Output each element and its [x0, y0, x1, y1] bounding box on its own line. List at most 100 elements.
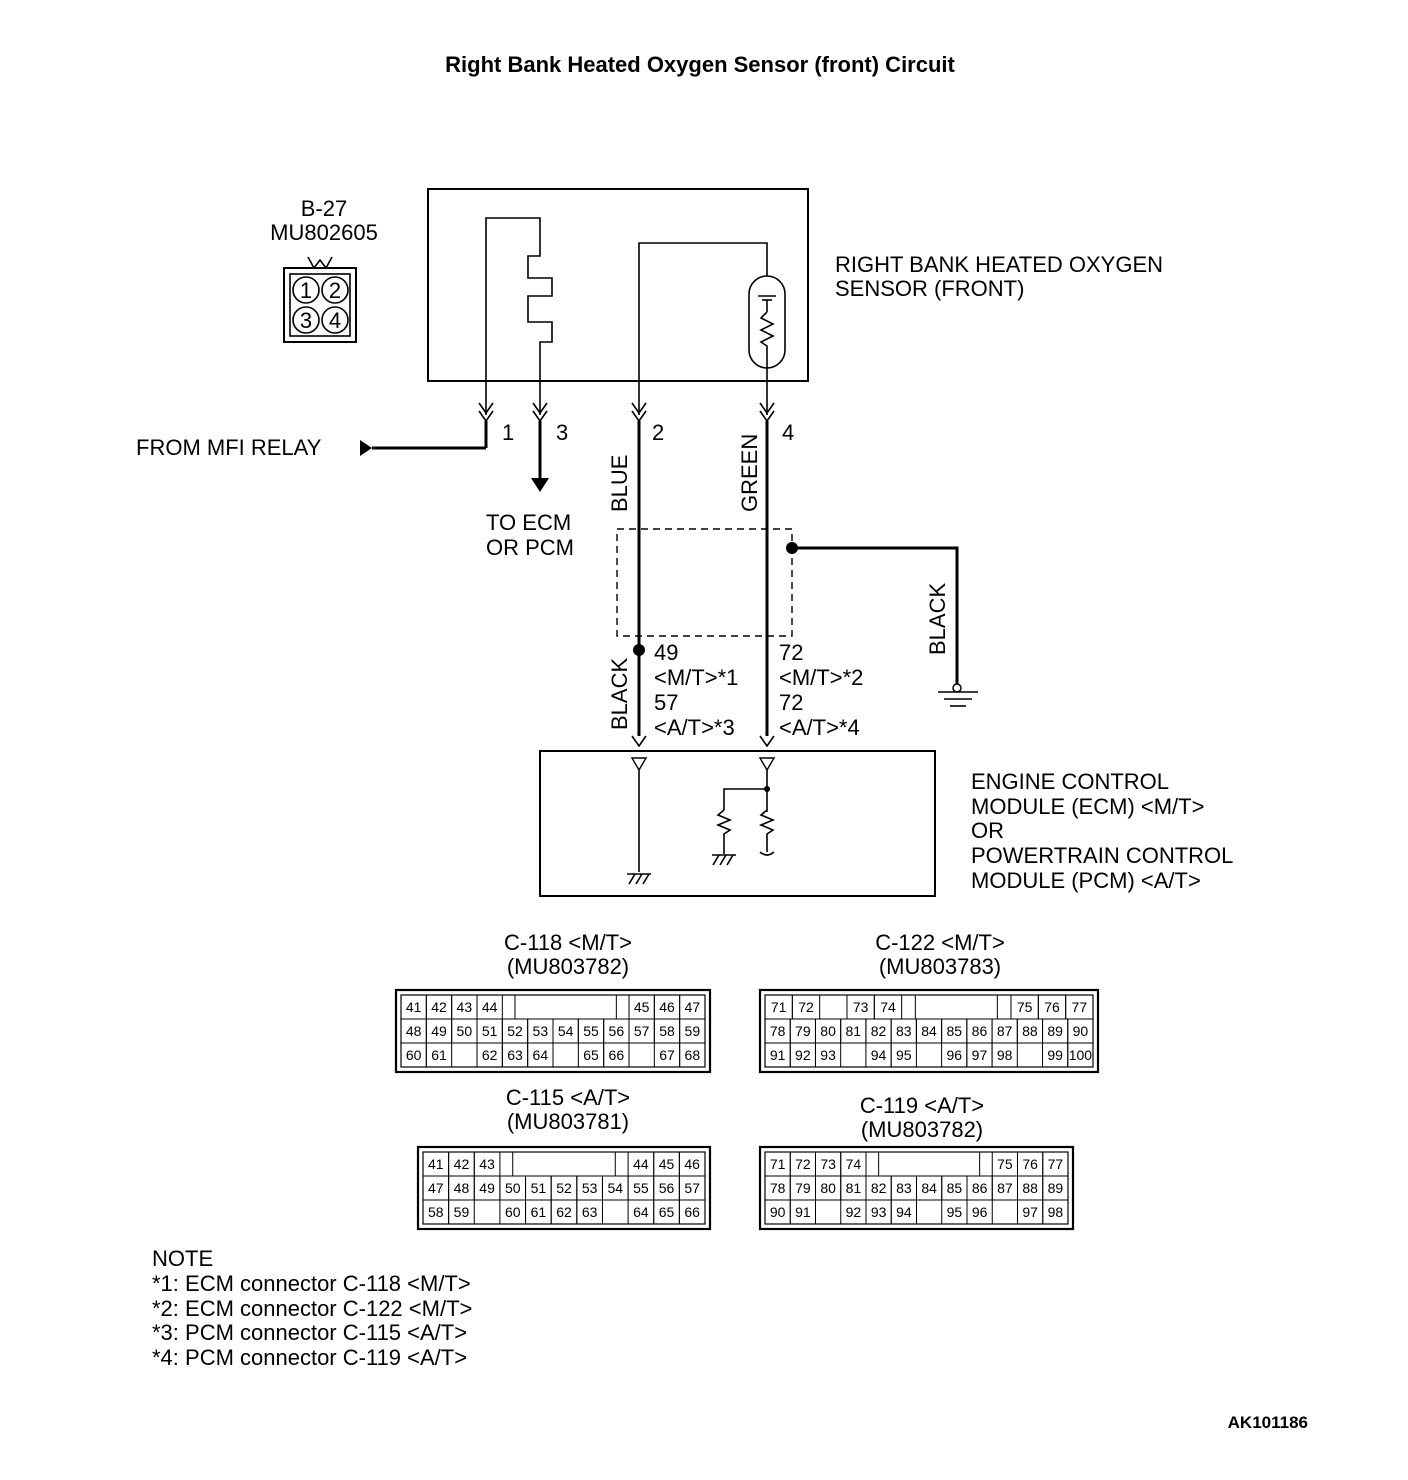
- module-label-line5: MODULE (PCM) <A/T>: [971, 868, 1201, 893]
- oxygen-sensor: [427, 188, 809, 415]
- connector-pin: 71: [771, 999, 787, 1015]
- connector-pin: 97: [972, 1047, 988, 1063]
- connector-part: MU802605: [270, 220, 378, 245]
- connector-pin: 46: [659, 999, 675, 1015]
- connector-pin: 78: [770, 1180, 786, 1196]
- right-terminal-line1: 72: [779, 640, 803, 665]
- connector-pin: 93: [820, 1047, 836, 1063]
- left-terminal-line3: 57: [654, 690, 678, 715]
- diagram-title: Right Bank Heated Oxygen Sensor (front) …: [445, 52, 955, 77]
- connector-pin: 51: [482, 1023, 498, 1039]
- connector-id: B-27: [301, 196, 347, 221]
- connector-pin: 74: [880, 999, 896, 1015]
- connector-pin: 95: [896, 1047, 912, 1063]
- connector-pin: 54: [558, 1023, 574, 1039]
- connector-pin: 92: [846, 1204, 862, 1220]
- connector-pin: 90: [1073, 1023, 1089, 1039]
- connector-pin: 96: [972, 1204, 988, 1220]
- left-terminal-line4: <A/T>*3: [654, 715, 735, 740]
- to-ecm-label-line1: TO ECM: [486, 510, 571, 535]
- connector-pin: 77: [1072, 999, 1088, 1015]
- connector-pin: 99: [1047, 1047, 1063, 1063]
- connector-pin: 86: [972, 1180, 988, 1196]
- connector-pin: 67: [659, 1047, 675, 1063]
- connector-pin: 91: [795, 1204, 811, 1220]
- connector-pin: 47: [428, 1180, 444, 1196]
- connector-part-number: (MU803783): [879, 954, 1001, 979]
- connector-pin: 96: [946, 1047, 962, 1063]
- pin-number-4: 4: [782, 420, 794, 445]
- connector-title: C-122 <M/T>: [875, 930, 1005, 955]
- connector-pin: 56: [659, 1180, 675, 1196]
- connector-pin: 84: [921, 1023, 937, 1039]
- connector-pin: 76: [1044, 999, 1060, 1015]
- connector-pin: 78: [770, 1023, 786, 1039]
- to-ecm-wire: TO ECM OR PCM: [486, 421, 574, 560]
- connector-pin: 73: [820, 1156, 836, 1172]
- connector-pin: 60: [406, 1047, 422, 1063]
- connector-pin: 53: [582, 1180, 598, 1196]
- left-terminal-line2: <M/T>*1: [654, 665, 738, 690]
- connector-pin: 85: [947, 1180, 963, 1196]
- connector-pin: 46: [684, 1156, 700, 1172]
- connector-part-number: (MU803782): [861, 1117, 983, 1142]
- connector-title: C-119 <A/T>: [860, 1093, 984, 1118]
- connector-pin: 92: [795, 1047, 811, 1063]
- connector-pin: 58: [428, 1204, 444, 1220]
- right-terminal-line3: 72: [779, 690, 803, 715]
- right-terminal-line4: <A/T>*4: [779, 715, 860, 740]
- shield-black-label: BLACK: [925, 583, 950, 655]
- module-label-line4: POWERTRAIN CONTROL: [971, 843, 1233, 868]
- connector-pin: 89: [1048, 1180, 1064, 1196]
- connector-pin: 94: [871, 1047, 887, 1063]
- connector-pin: 43: [457, 999, 473, 1015]
- connector-pin: 81: [846, 1023, 862, 1039]
- connector-pin: 45: [659, 1156, 675, 1172]
- connector-pin: 100: [1069, 1047, 1093, 1063]
- sensor-label-line1: RIGHT BANK HEATED OXYGEN: [835, 252, 1163, 277]
- connector-pin: 83: [896, 1180, 912, 1196]
- connector-pin: 47: [685, 999, 701, 1015]
- connector-pin: 84: [921, 1180, 937, 1196]
- connector-pin: 81: [846, 1180, 862, 1196]
- note-line-2: *2: ECM connector C-122 <M/T>: [152, 1296, 472, 1321]
- connector-pin: 54: [607, 1180, 623, 1196]
- ecm-black-wire-label: BLACK: [607, 658, 632, 730]
- connector-2: C-122 <M/T>(MU803783) 71 72 73 74 75 76 77 78 79 8…: [758, 930, 1100, 1074]
- sensor-connector-b27: B-27 MU802605 1 2 3 4: [270, 196, 378, 343]
- connector-pin: 45: [634, 999, 650, 1015]
- connector-pin: 75: [1017, 999, 1033, 1015]
- module-label-line1: ENGINE CONTROL: [971, 769, 1169, 794]
- connector-pin: 65: [659, 1204, 675, 1220]
- connector-pin: 77: [1048, 1156, 1064, 1172]
- connector-pin: 79: [795, 1023, 811, 1039]
- connector-pin: 87: [997, 1180, 1013, 1196]
- connector-pin: 76: [1022, 1156, 1038, 1172]
- note-line-1: *1: ECM connector C-118 <M/T>: [152, 1271, 471, 1296]
- connector-pin: 63: [507, 1047, 523, 1063]
- connector-pin: 41: [406, 999, 422, 1015]
- connector-pin: 65: [583, 1047, 599, 1063]
- connector-pin: 75: [997, 1156, 1013, 1172]
- notes: NOTE *1: ECM connector C-118 <M/T> *2: E…: [152, 1246, 472, 1370]
- connector-pin-4: 4: [329, 308, 341, 333]
- connector-pin: 98: [997, 1047, 1013, 1063]
- module-label-line2: MODULE (ECM) <M/T>: [971, 794, 1204, 819]
- connector-pin: 82: [871, 1023, 887, 1039]
- connector-pin: 73: [853, 999, 869, 1015]
- connector-pin: 86: [972, 1023, 988, 1039]
- connector-pin: 89: [1047, 1023, 1063, 1039]
- connector-pin: 88: [1022, 1023, 1038, 1039]
- connector-pin: 52: [507, 1023, 523, 1039]
- connector-pin: 66: [609, 1047, 625, 1063]
- connector-pin: 72: [798, 999, 814, 1015]
- connector-pin: 58: [659, 1023, 675, 1039]
- connector-pin: 80: [820, 1023, 836, 1039]
- connector-pin: 82: [871, 1180, 887, 1196]
- connector-pin: 63: [582, 1204, 598, 1220]
- connector-pin: 97: [1022, 1204, 1038, 1220]
- connector-pin: 83: [896, 1023, 912, 1039]
- connector-pin: 95: [947, 1204, 963, 1220]
